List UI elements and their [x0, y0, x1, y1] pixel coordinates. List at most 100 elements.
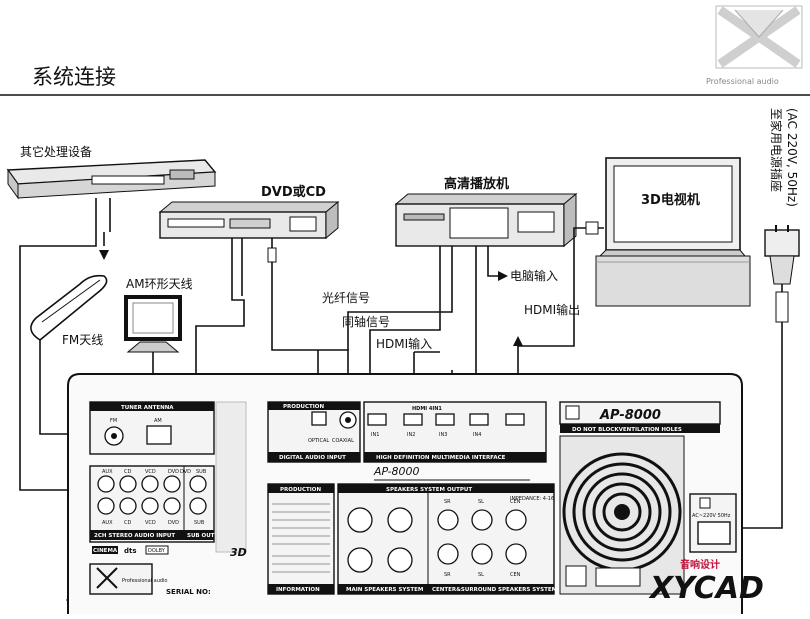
- surround-label: CEN: [510, 499, 521, 505]
- power-plug: [764, 225, 800, 345]
- hdmi-in4-port: [469, 413, 489, 426]
- stereo-input-title: 2CH STEREO AUDIO INPUT: [94, 533, 175, 539]
- brand-logo: [715, 5, 803, 69]
- hdmi-output-label: HDMI输出: [524, 302, 580, 317]
- hdmi-interface-title: HIGH DEFINITION MULTIMEDIA INTERFACE: [376, 455, 506, 461]
- rca-jack: [119, 475, 137, 493]
- input-label: AUX: [102, 520, 113, 526]
- surround-speaker-terminals: SR SL CEN SR SL CEN: [437, 499, 527, 578]
- hdmi-port-label: IN1: [371, 432, 379, 438]
- stereo-input-top-labels: AUX CD VCD DVD DVD SUB: [102, 469, 207, 475]
- coaxial-signal-label: 同轴信号: [342, 314, 390, 329]
- main-speaker-terminals: [347, 507, 413, 573]
- input-label: SUB: [196, 469, 207, 475]
- surround-label: SR: [444, 499, 451, 505]
- speaker-terminal: [347, 547, 373, 573]
- rear-panel: TUNER ANTENNA FM AM PRODUCTION OPTICAL C…: [67, 373, 743, 614]
- tv-label: 3D电视机: [641, 192, 700, 208]
- rear-logo-block: [89, 563, 153, 595]
- optical-jack: [311, 411, 327, 426]
- hdmi-in3-port: [435, 413, 455, 426]
- hdmi-in1-port: [367, 413, 387, 426]
- dvd-cd-player: [158, 200, 340, 240]
- rear-logo-caption: Professional audio: [122, 578, 168, 584]
- watermark: 音响设计 XYCAD: [648, 558, 764, 606]
- watermark-cn: 音响设计: [680, 558, 720, 571]
- production-info-title: PRODUCTION: [280, 487, 321, 493]
- page-title: 系统连接: [32, 65, 116, 89]
- rca-jacks: [97, 475, 207, 515]
- hdmi-port-label: IN3: [439, 432, 447, 438]
- optical-jack-label: OPTICAL: [308, 438, 329, 444]
- fm-antenna-label: FM天线: [62, 333, 103, 347]
- input-label: DVD: [180, 469, 191, 475]
- tuner-antenna-title: TUNER ANTENNA: [121, 405, 174, 411]
- speaker-output-title: SPEAKERS SYSTEM OUTPUT: [386, 487, 472, 493]
- hdmi-out-port: [505, 413, 525, 426]
- am-antenna-label: AM环形天线: [126, 277, 193, 291]
- input-label: DVD: [168, 469, 179, 475]
- ac-socket-label: AC~220V 50Hz: [692, 513, 731, 519]
- speaker-terminal: [471, 509, 493, 531]
- vent-strip: [215, 401, 247, 553]
- other-processor-label: 其它处理设备: [20, 144, 92, 159]
- rca-jack: [189, 497, 207, 515]
- hdmi-port-label: IN4: [473, 432, 481, 438]
- rca-jack: [189, 475, 207, 493]
- 3d-badge: 3D: [230, 546, 247, 559]
- hd-player-device: [394, 192, 578, 248]
- speaker-output-block: [337, 483, 555, 595]
- optical-signal-label: 光纤信号: [322, 291, 370, 305]
- coaxial-jack-label: COAXIAL: [332, 438, 354, 444]
- other-processor-device: [6, 159, 217, 200]
- pc-input-label: 电脑输入: [510, 268, 558, 283]
- am-loop-antenna: [124, 295, 182, 353]
- rca-jack: [141, 475, 159, 493]
- rca-jack: [163, 497, 181, 515]
- speaker-terminal: [437, 509, 459, 531]
- input-label: CD: [124, 469, 131, 475]
- input-label: SUB: [194, 520, 205, 526]
- digital-audio-input-title: DIGITAL AUDIO INPUT: [279, 455, 346, 461]
- main-speakers-title: MAIN SPEAKERS SYSTEM: [346, 587, 423, 593]
- hdmi-in2-port: [403, 413, 423, 426]
- production-title: PRODUCTION: [283, 404, 324, 410]
- ac-socket: [697, 521, 731, 545]
- center-surround-title: CENTER&SURROUND SPEAKERS SYSTEM: [432, 587, 557, 593]
- rca-jack: [119, 497, 137, 515]
- hd-player-label: 高清播放机: [444, 176, 509, 192]
- hdmi-input-ports: IN1 IN2 IN3 IN4: [367, 413, 525, 438]
- cooling-fan-grill: [559, 435, 685, 595]
- rca-jack: [141, 497, 159, 515]
- surround-label: CEN: [510, 572, 521, 578]
- input-label: VCD: [145, 469, 156, 475]
- speaker-terminal: [505, 543, 527, 565]
- dts-badge: dts: [124, 547, 137, 555]
- dolby-badge: DOLBY: [148, 548, 166, 554]
- model-script-label: AP-8000: [373, 465, 420, 478]
- information-title: INFORMATION: [276, 587, 320, 593]
- input-label: DVD: [168, 520, 179, 526]
- cinema-dsp-badge: CINEMA DSP: [93, 548, 132, 554]
- power-outlet-label: 至家用电源插座: [769, 108, 784, 192]
- watermark-en: XYCAD: [648, 571, 764, 606]
- impedance-label: IMPEDANCE: 4-16: [510, 496, 554, 502]
- surround-label: SR: [444, 572, 451, 578]
- certification-badges: CINEMA DSP dts DOLBY 3D: [92, 545, 247, 559]
- speaker-terminal: [505, 509, 527, 531]
- surround-label: SL: [478, 499, 484, 505]
- stereo-input-bottom-labels: AUX CD VCD DVD SUB: [102, 520, 205, 526]
- fm-wire-antenna: [30, 274, 108, 341]
- vent-warning: DO NOT BLOCKVENTILATION HOLES: [572, 427, 682, 433]
- model-name: AP-8000: [599, 408, 661, 423]
- serial-number-label: SERIAL NO:: [166, 588, 211, 596]
- rca-jack: [163, 475, 181, 493]
- speaker-terminal: [347, 507, 373, 533]
- speaker-terminal: [387, 507, 413, 533]
- sub-out-title: SUB OUT: [187, 533, 215, 539]
- hdmi-port-label: IN2: [407, 432, 415, 438]
- am-terminal: [146, 425, 172, 445]
- production-info-block: [267, 483, 335, 595]
